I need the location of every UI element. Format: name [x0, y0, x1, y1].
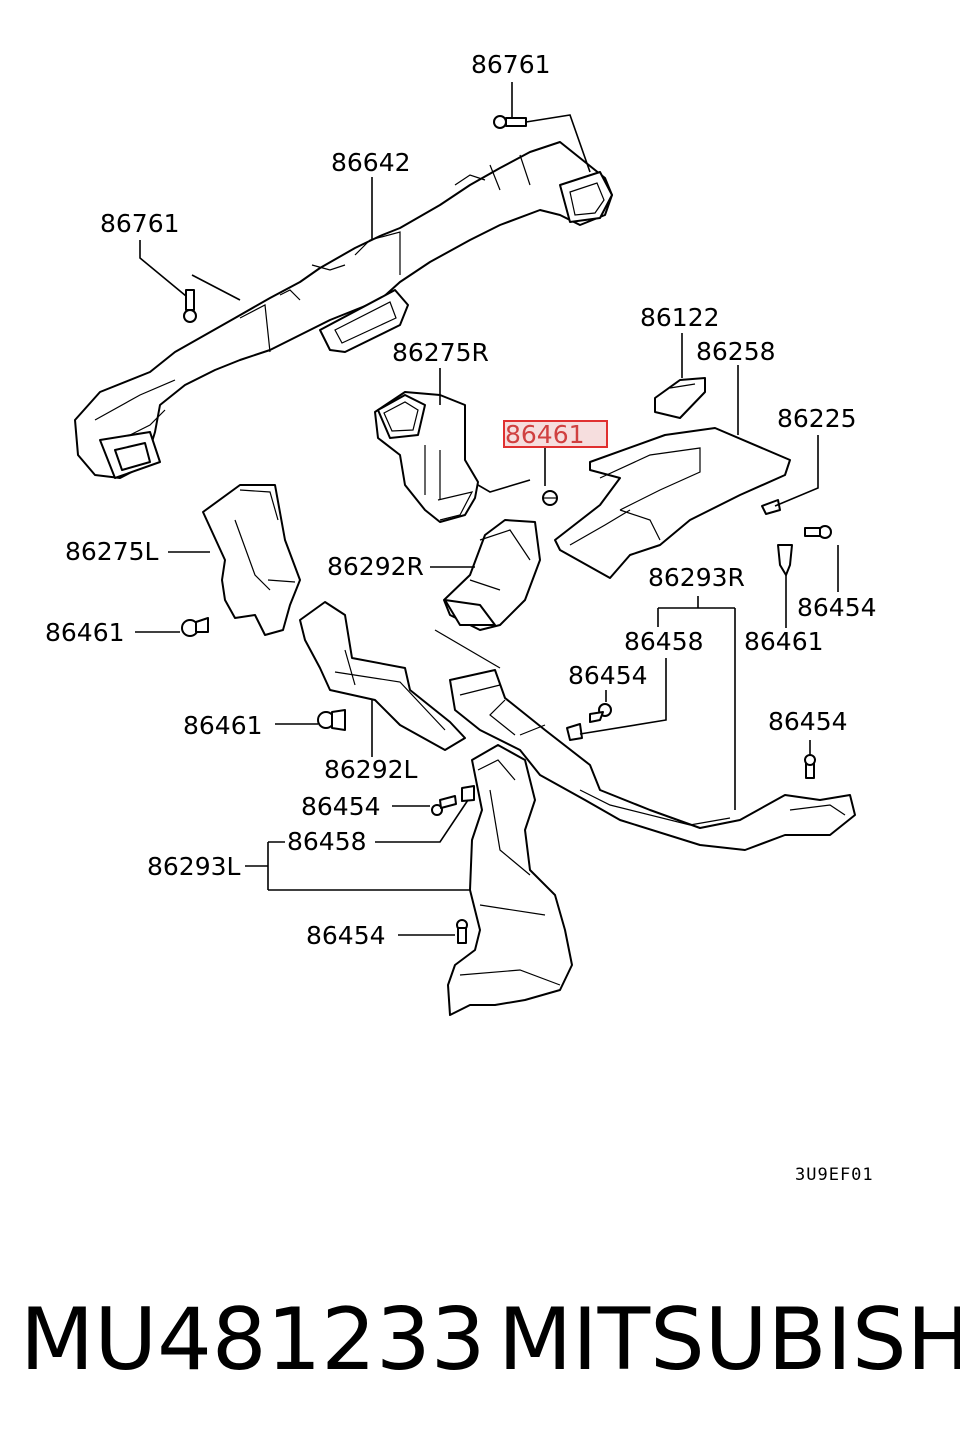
- callout-86454-mid: 86454: [568, 661, 648, 690]
- clip-86458-right: [566, 723, 583, 741]
- highlight-box: [503, 420, 608, 448]
- part-number: MU481233: [20, 1290, 486, 1390]
- fastener-86454-mid: [589, 703, 612, 723]
- callout-86458-left: 86458: [287, 827, 367, 856]
- fastener-86461-midleft: [317, 709, 346, 731]
- duct-86275R: [374, 391, 479, 523]
- callout-86292R: 86292R: [327, 552, 424, 581]
- screw-86761-left: [183, 289, 197, 323]
- callout-86461-right: 86461: [744, 627, 824, 656]
- duct-86642: [74, 141, 613, 479]
- fastener-86454-rightlower: [804, 754, 816, 779]
- fastener-86461-left: [181, 617, 209, 637]
- callout-86293R: 86293R: [648, 563, 745, 592]
- screw-86761-top: [493, 115, 527, 129]
- callout-86454-bottom: 86454: [306, 921, 386, 950]
- callout-86454-rightlower: 86454: [768, 707, 848, 736]
- callout-86461-left: 86461: [45, 618, 125, 647]
- duct-86292R: [443, 519, 541, 631]
- leader-lines: [135, 82, 839, 936]
- callout-86454-lower: 86454: [301, 792, 381, 821]
- callout-86275L: 86275L: [65, 537, 159, 566]
- callout-86761-left: 86761: [100, 209, 180, 238]
- callout-86761-top: 86761: [471, 50, 551, 79]
- fastener-86454-lower: [431, 795, 457, 816]
- callout-86458-right: 86458: [624, 627, 704, 656]
- callout-86293L: 86293L: [147, 852, 241, 881]
- duct-86275L: [202, 484, 301, 636]
- pad-86122: [654, 377, 706, 419]
- callout-86461-highlighted: 86461: [505, 420, 585, 449]
- fastener-86461-right: [777, 544, 793, 576]
- panel-86258: [554, 427, 791, 579]
- callout-86225: 86225: [777, 404, 857, 433]
- callout-86642: 86642: [331, 148, 411, 177]
- duct-86292L: [299, 601, 466, 751]
- fastener-86454-bottom: [456, 919, 468, 944]
- duct-86293R: [434, 629, 856, 851]
- diagram-code: 3U9EF01: [795, 1165, 874, 1185]
- callout-86122: 86122: [640, 303, 720, 332]
- callout-86461-midleft: 86461: [183, 711, 263, 740]
- callout-86454-right: 86454: [797, 593, 877, 622]
- footer: MU481233 MITSUBISHI: [0, 1290, 960, 1390]
- fastener-86454-right: [804, 525, 832, 539]
- brand-name: MITSUBISHI: [498, 1290, 960, 1390]
- callout-86258: 86258: [696, 337, 776, 366]
- fastener-86461-center: [542, 490, 558, 506]
- callout-86292L: 86292L: [324, 755, 418, 784]
- callout-86275R: 86275R: [392, 338, 489, 367]
- duct-86293L: [447, 744, 573, 1016]
- clip-86458-left: [461, 785, 475, 802]
- clip-86225: [761, 499, 781, 515]
